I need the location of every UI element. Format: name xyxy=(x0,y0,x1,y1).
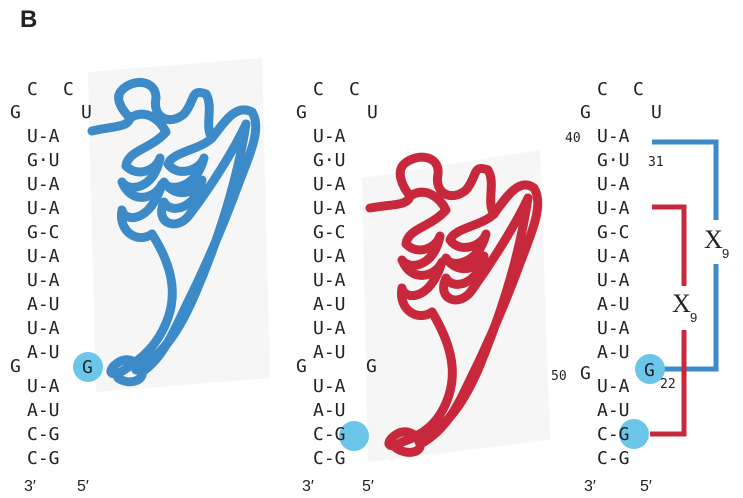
bulge-g: G xyxy=(10,356,21,377)
bulge-g: G xyxy=(580,363,591,384)
pair: G·U xyxy=(597,150,630,171)
hairpin-text: C C G U U-A G·U U-A U-A G-C U-A U-A A-U … xyxy=(580,79,673,469)
pair: U-A xyxy=(597,270,630,291)
bracket-label-bg-blue xyxy=(700,220,734,264)
pair: A-U xyxy=(313,400,346,421)
pair: U-A xyxy=(27,174,60,195)
loop-g: G xyxy=(296,102,307,123)
bracket-label-blue-sub: 9 xyxy=(722,246,729,261)
bracket-label-red-sub: 9 xyxy=(690,310,697,325)
highlight-g xyxy=(339,421,369,451)
end-5-label: 5′ xyxy=(640,478,652,495)
loop-g: G xyxy=(580,102,591,123)
pair: A-U xyxy=(27,400,60,421)
highlight-g xyxy=(619,419,649,449)
bulge-partner-g: G xyxy=(82,357,93,378)
end-3-label: 3′ xyxy=(584,478,596,495)
loop-c: C xyxy=(597,79,608,100)
number-50: 50 xyxy=(551,369,567,384)
pair: U-A xyxy=(597,174,630,195)
pair: C-G xyxy=(597,424,630,445)
loop-c: C xyxy=(633,79,644,100)
pair: U-A xyxy=(597,126,630,147)
hairpin-text: C C G U U-A G·U U-A U-A G-C U-A U-A A-U … xyxy=(296,79,389,469)
panel-label: B xyxy=(20,6,37,33)
bracket-label-bg-red xyxy=(668,286,702,330)
highlight-g22 xyxy=(635,354,665,384)
pair: U-A xyxy=(597,376,630,397)
pair: U-A xyxy=(313,318,346,339)
bracket-label-blue: X xyxy=(704,225,723,254)
pair: A-U xyxy=(27,294,60,315)
pair: A-U xyxy=(313,294,346,315)
pair: U-A xyxy=(27,318,60,339)
pair: U-A xyxy=(313,246,346,267)
bulge-g: G xyxy=(296,356,307,377)
pair: A-U xyxy=(313,342,346,363)
loop-c: C xyxy=(313,79,324,100)
pair: G-C xyxy=(597,222,630,243)
pair: C-G xyxy=(27,448,60,469)
pair: C-G xyxy=(313,448,346,469)
pair: U-A xyxy=(597,318,630,339)
pair: U-A xyxy=(27,376,60,397)
protein-ribbon-blue xyxy=(87,78,261,387)
end-5-label: 5′ xyxy=(77,478,89,495)
loop-g: G xyxy=(10,102,21,123)
bulge-partner-g: G xyxy=(366,356,377,377)
end-3-label: 3′ xyxy=(302,478,314,495)
end-5-label: 5′ xyxy=(362,478,374,495)
highlight-g xyxy=(73,352,103,382)
loop-u: U xyxy=(651,102,662,123)
loop-c: C xyxy=(349,79,360,100)
pair: U-A xyxy=(313,270,346,291)
bracket-label-red: X xyxy=(672,289,691,318)
loop-u: U xyxy=(367,102,378,123)
pair: C-G xyxy=(597,448,630,469)
pair: U-A xyxy=(27,198,60,219)
pair: U-A xyxy=(597,246,630,267)
pair: G·U xyxy=(27,150,60,171)
pair: G-C xyxy=(313,222,346,243)
pair: A-U xyxy=(597,400,630,421)
pair: G-C xyxy=(27,222,60,243)
loop-u: U xyxy=(81,102,92,123)
pair: U-A xyxy=(27,270,60,291)
number-31: 31 xyxy=(648,155,664,170)
structure-panel-2: C C G U U-A G·U U-A U-A G-C U-A U-A A-U … xyxy=(296,79,550,495)
pair: U-A xyxy=(313,126,346,147)
pair: A-U xyxy=(597,342,630,363)
pair: C-G xyxy=(27,424,60,445)
pair: U-A xyxy=(313,174,346,195)
pair: U-A xyxy=(597,198,630,219)
structure-panel-3: C C G U U-A G·U U-A U-A G-C U-A U-A A-U … xyxy=(551,79,734,495)
loop-c: C xyxy=(63,79,74,100)
pair: C-G xyxy=(313,424,346,445)
pair: U-A xyxy=(27,126,60,147)
number-22: 22 xyxy=(660,377,676,392)
loop-c: C xyxy=(27,79,38,100)
number-40: 40 xyxy=(565,131,581,146)
protein-ribbon-red xyxy=(365,152,543,457)
pair: U-A xyxy=(313,198,346,219)
structure-panel-1: C C G U U-A G·U U-A U-A G-C U-A U-A A-U … xyxy=(10,58,270,495)
bulge-partner-g: G xyxy=(644,360,655,381)
pair: G·U xyxy=(313,150,346,171)
pair: A-U xyxy=(597,294,630,315)
pair: A-U xyxy=(27,342,60,363)
hairpin-text: C C G U U-A G·U U-A U-A G-C U-A U-A A-U … xyxy=(10,79,104,469)
protein-backdrop xyxy=(362,150,550,462)
pair: U-A xyxy=(313,376,346,397)
end-3-label: 3′ xyxy=(24,478,36,495)
pair: U-A xyxy=(27,246,60,267)
